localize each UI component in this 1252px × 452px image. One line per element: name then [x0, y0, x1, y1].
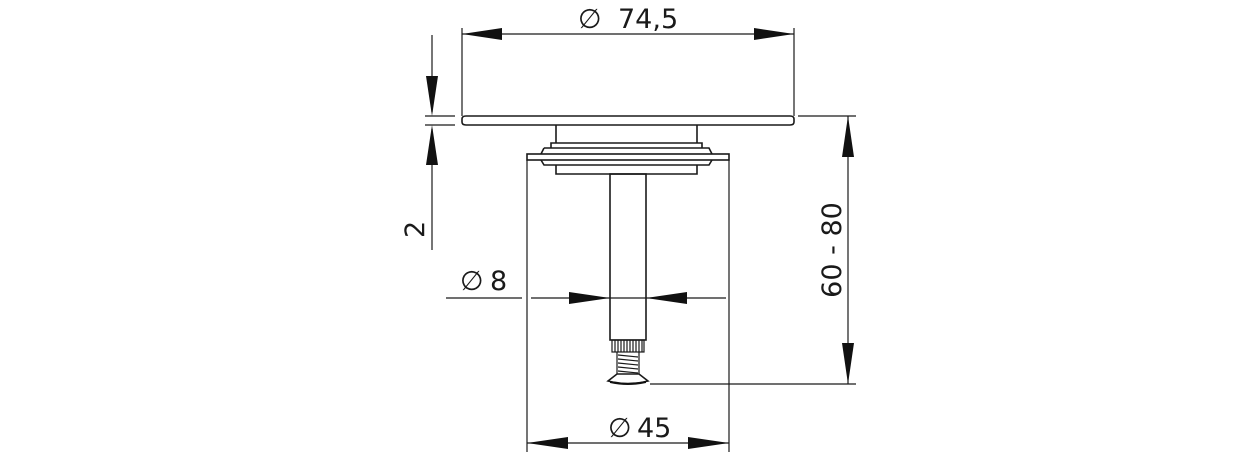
upper-body — [555, 125, 698, 143]
knurl — [611, 339, 645, 353]
body-step — [550, 142, 703, 148]
cover-plate — [461, 115, 795, 126]
lower-body — [555, 165, 698, 175]
diameter-symbol-icon: ∅ — [460, 266, 484, 297]
dimension-bottom-diameter: ∅ 45 — [526, 160, 730, 452]
screw-thread — [616, 352, 640, 374]
top-diameter-label: 74,5 — [618, 4, 678, 35]
dimension-height-range: 60 - 80 — [650, 115, 856, 385]
diameter-symbol-icon: ∅ — [578, 4, 602, 35]
dimension-plate-thickness: 2 — [400, 35, 455, 250]
stem-diameter-label: 8 — [490, 266, 507, 297]
height-range-label: 60 - 80 — [817, 202, 848, 298]
drain-plug-part — [461, 115, 795, 385]
stem — [609, 173, 647, 341]
dimension-top-diameter: ∅ 74,5 — [461, 4, 795, 116]
flange — [540, 147, 713, 166]
seal-ring — [526, 153, 730, 161]
dimension-stem-diameter: ∅ 8 — [446, 266, 726, 304]
diameter-symbol-icon: ∅ — [608, 413, 632, 444]
plate-thickness-label: 2 — [400, 221, 431, 238]
bottom-diameter-label: 45 — [637, 413, 671, 444]
